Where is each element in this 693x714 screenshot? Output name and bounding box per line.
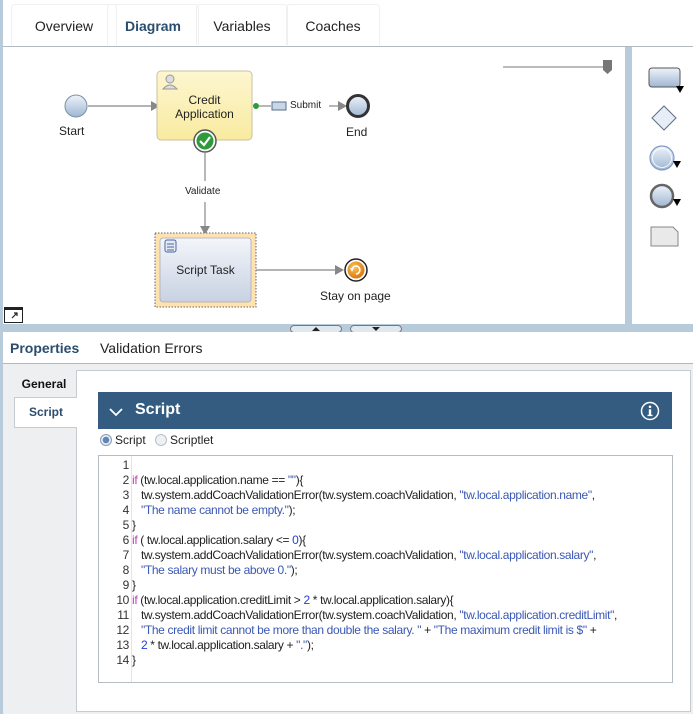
code-line: 1 bbox=[122, 458, 130, 472]
popout-icon[interactable] bbox=[4, 307, 23, 323]
diagram-canvas[interactable]: Start Credit Application Submit End Vali… bbox=[3, 47, 625, 324]
code-line: 11 tw.system.addCoachValidationError(tw.… bbox=[117, 608, 617, 622]
code-line: 9} bbox=[122, 578, 136, 592]
tab-properties[interactable]: Properties bbox=[10, 340, 80, 356]
top-tab-bar: Overview Diagram Variables Coaches bbox=[3, 0, 693, 47]
activity-icon[interactable] bbox=[646, 63, 686, 93]
radio-script[interactable]: Script bbox=[100, 433, 146, 447]
radio-scriptlet[interactable]: Scriptlet bbox=[155, 433, 213, 447]
tab-diagram[interactable]: Diagram bbox=[107, 4, 199, 45]
shape-palette bbox=[632, 47, 693, 324]
stay-on-page-label: Stay on page bbox=[320, 289, 391, 303]
code-line: 4 "The name cannot be empty."); bbox=[122, 503, 296, 517]
horizontal-splitter[interactable] bbox=[0, 324, 693, 332]
section-title: Script bbox=[135, 401, 181, 418]
script-section-header[interactable]: Script bbox=[98, 392, 672, 429]
gateway-icon[interactable] bbox=[649, 103, 679, 133]
properties-tab-bar: Properties Validation Errors bbox=[3, 332, 693, 364]
credit-application-label-line1: Credit bbox=[188, 93, 221, 107]
tab-overview[interactable]: Overview bbox=[11, 4, 117, 45]
tab-validation-errors[interactable]: Validation Errors bbox=[100, 340, 203, 356]
line-number-gutter bbox=[99, 456, 132, 682]
info-icon[interactable] bbox=[640, 401, 660, 421]
code-line: 7 tw.system.addCoachValidationError(tw.s… bbox=[122, 548, 597, 562]
radio-scriptlet-unchecked-icon bbox=[155, 434, 168, 446]
script-task-label[interactable]: Script Task bbox=[176, 263, 235, 277]
radio-script-label: Script bbox=[115, 433, 146, 447]
start-event-label: Start bbox=[59, 124, 85, 138]
code-line: 3 tw.system.addCoachValidationError(tw.s… bbox=[122, 488, 595, 502]
arrow-up-icon bbox=[312, 327, 320, 331]
end-event-label: End bbox=[346, 125, 368, 139]
code-line: 13 2 * tw.local.application.salary + "."… bbox=[116, 638, 314, 652]
end-event-icon[interactable] bbox=[648, 180, 688, 214]
radio-script-checked-icon bbox=[100, 434, 112, 446]
tab-coaches[interactable]: Coaches bbox=[286, 4, 380, 45]
radio-scriptlet-label: Scriptlet bbox=[170, 433, 214, 447]
side-tab-general[interactable]: General bbox=[21, 377, 67, 391]
tab-variables[interactable]: Variables bbox=[196, 4, 288, 45]
vertical-splitter[interactable] bbox=[625, 47, 632, 327]
script-type-radio-group: Script Scriptlet bbox=[100, 433, 213, 449]
code-line: 12 "The credit limit cannot be more than… bbox=[116, 623, 597, 637]
credit-application-label-line2: Application bbox=[175, 107, 234, 121]
left-edge-strip bbox=[0, 0, 3, 714]
arrow-down-icon bbox=[372, 327, 380, 331]
credit-application-task[interactable]: Credit Application bbox=[157, 93, 252, 121]
start-event-icon[interactable] bbox=[648, 142, 688, 176]
code-line: 14} bbox=[116, 653, 136, 667]
diagram-svg bbox=[64, 60, 612, 308]
code-line: 5} bbox=[122, 518, 136, 532]
chevron-down-icon[interactable] bbox=[109, 407, 123, 417]
validate-flow-label[interactable]: Validate bbox=[185, 186, 221, 197]
side-tab-script[interactable]: Script bbox=[14, 397, 77, 428]
code-line: 8 "The salary must be above 0."); bbox=[122, 563, 298, 577]
submit-flow-label[interactable]: Submit bbox=[290, 100, 322, 111]
note-icon[interactable] bbox=[649, 224, 683, 250]
